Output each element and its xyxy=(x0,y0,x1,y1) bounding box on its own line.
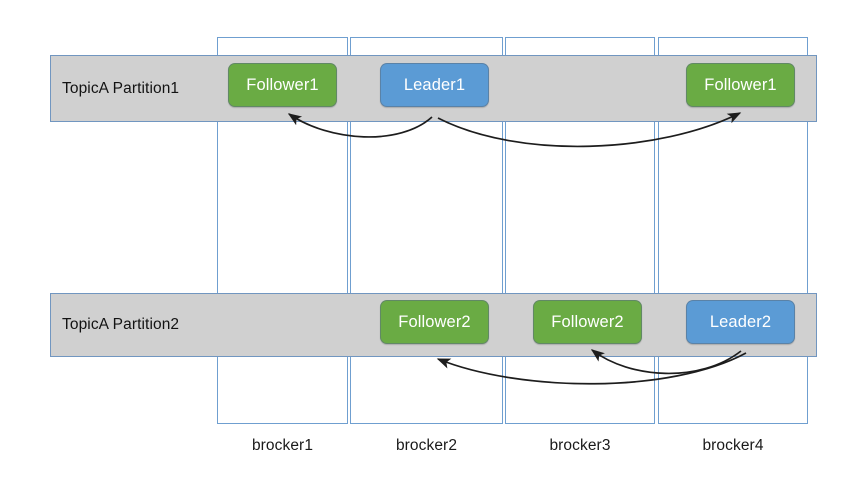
broker-column-brocker4 xyxy=(658,37,808,424)
replica-node-partition2-brocker2-follower[interactable]: Follower2 xyxy=(380,300,489,344)
broker-label-brocker4: brocker4 xyxy=(702,437,764,454)
partition-label-partition1: TopicA Partition1 xyxy=(62,79,180,97)
replica-node-partition2-brocker4-leader[interactable]: Leader2 xyxy=(686,300,795,344)
broker-column-brocker1 xyxy=(217,37,348,424)
broker-label-brocker2: brocker2 xyxy=(395,437,458,454)
replica-node-partition1-brocker2-leader[interactable]: Leader1 xyxy=(380,63,489,107)
partition-label-partition2: TopicA Partition2 xyxy=(62,316,180,333)
broker-column-brocker2 xyxy=(350,37,503,424)
replica-node-partition2-brocker3-follower[interactable]: Follower2 xyxy=(533,300,642,344)
broker-column-brocker3 xyxy=(505,37,655,424)
replica-node-partition1-brocker1-follower[interactable]: Follower1 xyxy=(228,63,337,107)
broker-label-brocker1: brocker1 xyxy=(251,437,314,454)
broker-label-brocker3: brocker3 xyxy=(549,437,611,454)
replica-node-partition1-brocker4-follower[interactable]: Follower1 xyxy=(686,63,795,107)
